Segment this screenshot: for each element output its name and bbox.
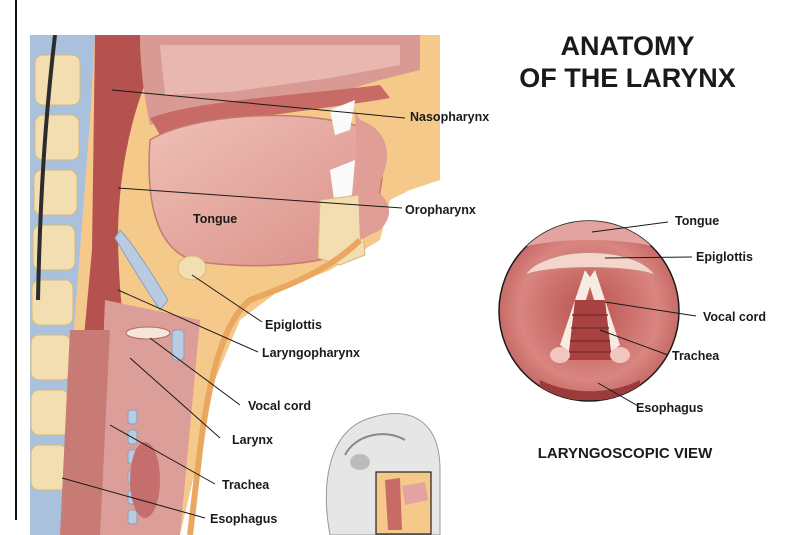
view-label-trachea: Trachea (672, 349, 719, 363)
title-line-2: OF THE LARYNX (505, 62, 750, 94)
circle-arytenoid-left (550, 347, 570, 363)
laryngoscopic-circle (499, 220, 680, 401)
label-laryngopharynx: Laryngopharynx (262, 346, 360, 360)
view-label-esophagus: Esophagus (636, 401, 703, 415)
laryngoscopic-view-caption: LARYNGOSCOPIC VIEW (505, 445, 745, 462)
label-vocal-cord: Vocal cord (248, 399, 311, 413)
title-line-1: ANATOMY (505, 30, 750, 62)
head-thumbnail (326, 414, 440, 535)
view-label-epiglottis: Epiglottis (696, 250, 753, 264)
view-label-vocal-cord: Vocal cord (703, 310, 766, 324)
label-oropharynx: Oropharynx (405, 203, 476, 217)
label-nasopharynx: Nasopharynx (410, 110, 489, 124)
page-title: ANATOMY OF THE LARYNX (505, 30, 750, 94)
label-tongue: Tongue (193, 212, 237, 226)
label-epiglottis: Epiglottis (265, 318, 322, 332)
circle-trachea (568, 300, 612, 360)
thyroid-gland (130, 442, 160, 518)
label-esophagus: Esophagus (210, 512, 277, 526)
hyoid-bone (178, 256, 206, 280)
label-trachea: Trachea (222, 478, 269, 492)
circle-arytenoid-right (610, 347, 630, 363)
vocal-cord-shape (126, 327, 170, 339)
label-larynx: Larynx (232, 433, 273, 447)
view-label-tongue: Tongue (675, 214, 719, 228)
